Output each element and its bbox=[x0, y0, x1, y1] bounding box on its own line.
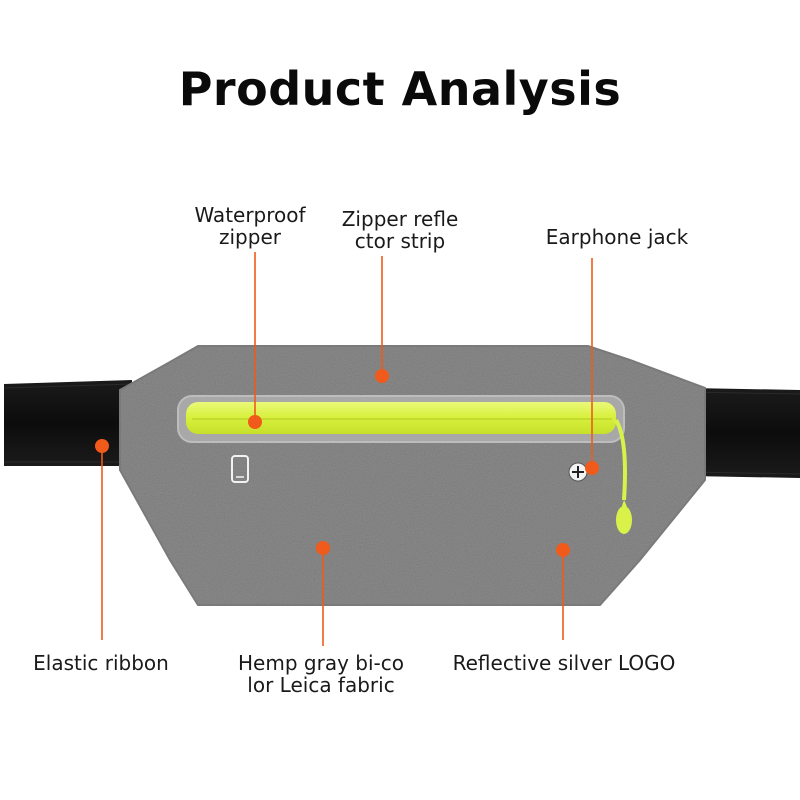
earphone-jack-icon bbox=[568, 462, 588, 482]
elastic-strap-left bbox=[3, 380, 133, 466]
elastic-strap-right bbox=[689, 388, 800, 478]
phone-icon bbox=[231, 455, 249, 483]
callout-fabric-line2: lor Leica fabric bbox=[247, 673, 395, 697]
callout-dot-zipper-reflector bbox=[375, 369, 389, 383]
callout-zipper-reflector: Zipper refle ctor strip bbox=[330, 208, 470, 252]
zipper-pull bbox=[614, 418, 632, 534]
callout-earphone-jack: Earphone jack bbox=[538, 226, 696, 248]
callout-waterproof-zipper-line2: zipper bbox=[219, 225, 281, 249]
callout-elastic-ribbon-line1: Elastic ribbon bbox=[33, 651, 169, 675]
callout-fabric-line1: Hemp gray bi-co bbox=[238, 651, 404, 675]
pouch-body bbox=[119, 345, 706, 606]
callout-dot-fabric bbox=[316, 541, 330, 555]
callout-dot-earphone-jack bbox=[585, 461, 599, 475]
page-title: Product Analysis bbox=[178, 62, 622, 116]
callout-waterproof-zipper: Waterproof zipper bbox=[186, 204, 314, 248]
callout-earphone-jack-line1: Earphone jack bbox=[545, 225, 689, 249]
callout-dot-logo bbox=[556, 543, 570, 557]
callout-fabric: Hemp gray bi-co lor Leica fabric bbox=[226, 652, 416, 696]
callout-waterproof-zipper-line1: Waterproof bbox=[194, 203, 306, 227]
callout-dot-elastic-ribbon bbox=[95, 439, 109, 453]
callout-logo-line1: Reflective silver LOGO bbox=[452, 651, 676, 675]
callout-elastic-ribbon: Elastic ribbon bbox=[26, 652, 176, 674]
waterproof-zipper bbox=[177, 395, 625, 443]
callout-logo: Reflective silver LOGO bbox=[444, 652, 684, 674]
callout-zipper-reflector-line2: ctor strip bbox=[354, 229, 446, 253]
callout-dot-waterproof-zipper bbox=[248, 415, 262, 429]
callout-zipper-reflector-line1: Zipper refle bbox=[341, 207, 459, 231]
